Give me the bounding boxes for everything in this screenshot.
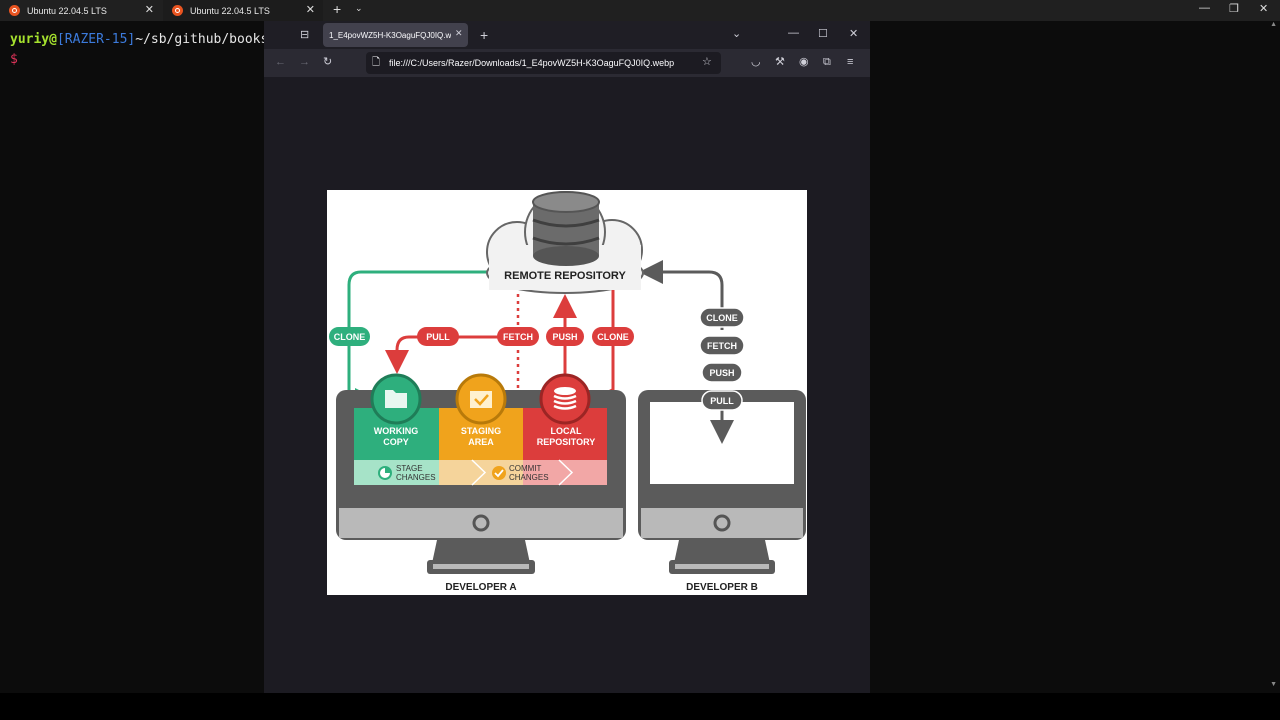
close-window-icon[interactable]: ✕ — [849, 28, 859, 40]
commit-changes-label-1: COMMIT — [509, 464, 542, 473]
developer-b-up-arrow — [639, 260, 724, 330]
close-icon[interactable]: ✕ — [455, 28, 463, 38]
diagram-svg: REMOTE REPOSITORY CLONE PULL FETCH PUSH — [329, 191, 806, 593]
pull-arrow — [385, 335, 502, 374]
chevron-down-icon[interactable]: ⌄ — [732, 28, 742, 40]
browser-window: ⊟ 1_E4povWZ5H-K3OaguFQJ0IQ.webp ✕ + ⌄ — … — [264, 21, 870, 693]
push-pill: PUSH — [546, 327, 584, 346]
clone-pill-green: CLONE — [329, 327, 370, 346]
ubuntu-icon — [9, 5, 20, 16]
svg-text:CLONE: CLONE — [334, 332, 366, 342]
working-copy-label-1: WORKING — [374, 426, 419, 436]
clone-pill-red: CLONE — [592, 327, 634, 346]
prompt-at: @ — [49, 32, 57, 47]
url-text: file:///C:/Users/Razer/Downloads/1_E4pov… — [389, 58, 675, 68]
terminal-tab-2-label: Ubuntu 22.04.5 LTS — [190, 5, 270, 16]
account-icon[interactable]: ◉ — [799, 56, 809, 68]
fetch-pill: FETCH — [497, 327, 539, 346]
svg-text:CLONE: CLONE — [706, 313, 738, 323]
svg-text:PUSH: PUSH — [709, 368, 734, 378]
restore-icon[interactable]: ❐ — [1229, 3, 1239, 15]
close-window-icon[interactable]: ✕ — [1259, 3, 1269, 15]
scroll-down-icon[interactable]: ▼ — [1270, 681, 1277, 688]
commit-changes-icon — [492, 466, 506, 480]
reload-icon[interactable]: ↻ — [323, 56, 333, 68]
local-repository-label-2: REPOSITORY — [537, 437, 596, 447]
menu-icon[interactable]: ≡ — [847, 56, 854, 68]
prompt-symbol: $ — [10, 52, 18, 67]
git-workflow-diagram: REMOTE REPOSITORY CLONE PULL FETCH PUSH — [327, 190, 807, 595]
terminal-tab-bar: Ubuntu 22.04.5 LTS ✕ Ubuntu 22.04.5 LTS … — [0, 0, 1280, 21]
forward-arrow-icon[interactable]: → — [299, 56, 310, 68]
minimize-icon[interactable]: — — [1199, 2, 1210, 14]
maximize-icon[interactable]: ☐ — [818, 28, 828, 40]
svg-text:CLONE: CLONE — [597, 332, 629, 342]
browser-tab-title: 1_E4povWZ5H-K3OaguFQJ0IQ.webp — [329, 30, 451, 40]
pull-pill: PULL — [417, 327, 459, 346]
staging-area-icon — [455, 373, 507, 425]
scroll-up-icon[interactable]: ▲ — [1270, 21, 1277, 28]
developer-a-label: DEVELOPER A — [445, 582, 516, 593]
stage-changes-label-1: STAGE — [396, 464, 423, 473]
working-copy-icon — [370, 373, 422, 425]
new-tab-plus-icon[interactable]: + — [333, 1, 342, 17]
url-bar[interactable]: 🗋 file:///C:/Users/Razer/Downloads/1_E4p… — [366, 52, 721, 74]
svg-text:FETCH: FETCH — [707, 341, 737, 351]
staging-area-label-1: STAGING — [461, 426, 501, 436]
svg-text:FETCH: FETCH — [503, 332, 533, 342]
local-repository-label-1: LOCAL — [551, 426, 582, 436]
terminal-tab-1-label: Ubuntu 22.04.5 LTS — [27, 5, 107, 16]
developer-b-label: DEVELOPER B — [686, 582, 758, 593]
pocket-icon[interactable]: ◡ — [751, 56, 761, 68]
extensions-icon[interactable]: ⧉ — [823, 56, 831, 68]
prompt-user: yuriy — [10, 32, 50, 47]
chevron-down-icon[interactable]: ⌄ — [355, 3, 363, 13]
new-tab-plus-icon[interactable]: + — [480, 27, 489, 43]
browser-toolbar: ← → ↻ 🗋 file:///C:/Users/Razer/Downloads… — [264, 49, 870, 77]
browser-content: REMOTE REPOSITORY CLONE PULL FETCH PUSH — [264, 77, 870, 693]
close-icon[interactable]: ✕ — [144, 4, 154, 16]
stage-changes-label-2: CHANGES — [396, 473, 436, 482]
prompt-path: ~/sb/github/bookstc — [135, 32, 284, 47]
pull-pill-developer-b: PULL — [710, 396, 734, 406]
svg-text:PULL: PULL — [426, 332, 450, 342]
local-repository-icon — [539, 373, 591, 425]
terminal-tab-1[interactable]: Ubuntu 22.04.5 LTS ✕ — [0, 0, 162, 21]
prompt-host: [RAZER-15] — [56, 32, 136, 47]
working-copy-label-2: COPY — [383, 437, 409, 447]
file-icon: 🗋 — [372, 56, 381, 68]
svg-text:PUSH: PUSH — [552, 332, 577, 342]
taskbar — [0, 693, 1280, 720]
back-arrow-icon[interactable]: ← — [275, 56, 286, 68]
database-server-icon — [532, 191, 600, 266]
staging-area-label-2: AREA — [468, 437, 494, 447]
commit-changes-label-2: CHANGES — [509, 473, 549, 482]
stage-changes-icon — [378, 466, 392, 480]
bookmark-star-icon[interactable]: ☆ — [702, 56, 712, 68]
close-icon[interactable]: ✕ — [305, 4, 315, 16]
tab-overview-icon[interactable]: ⊟ — [300, 29, 310, 41]
terminal-prompt: yuriy@[RAZER-15]~/sb/github/bookstc — [10, 32, 284, 47]
browser-tab[interactable]: 1_E4povWZ5H-K3OaguFQJ0IQ.webp ✕ — [323, 23, 468, 47]
browser-tab-bar: ⊟ 1_E4povWZ5H-K3OaguFQJ0IQ.webp ✕ + ⌄ — … — [264, 21, 870, 49]
remote-repository-label: REMOTE REPOSITORY — [504, 270, 626, 282]
minimize-icon[interactable]: — — [788, 27, 799, 39]
wrench-icon[interactable]: ⚒ — [775, 56, 785, 68]
terminal-tab-2[interactable]: Ubuntu 22.04.5 LTS ✕ — [163, 0, 323, 21]
ubuntu-icon — [172, 5, 183, 16]
